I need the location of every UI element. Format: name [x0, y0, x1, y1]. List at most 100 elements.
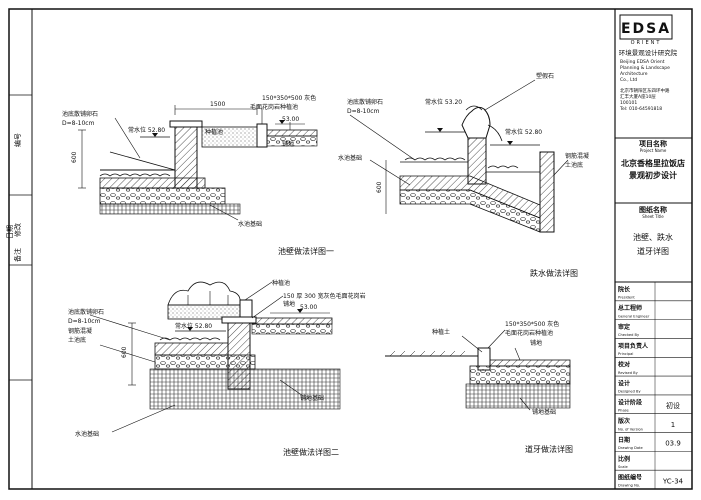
project-label-en: Project Name — [640, 148, 667, 153]
project-label: 项目名称 — [639, 139, 667, 148]
label: 铺地 — [282, 140, 294, 148]
title-row-label: 项目负责人 — [618, 342, 649, 350]
strip-label: 编号 — [13, 133, 22, 147]
project-name: 景观初步设计 — [629, 170, 677, 180]
firm-address: 汇丰大厦A座10层 — [620, 93, 656, 100]
sheet-title-label: 图纸名称 — [639, 205, 667, 214]
company-logo — [619, 14, 673, 40]
title-row-label: 审定 — [618, 323, 630, 331]
title-row-label-en: Phase — [618, 408, 630, 412]
dim-label: 1500 — [210, 101, 225, 108]
detail-title: 跌水做法详图 — [530, 268, 578, 278]
title-row-label: 院长 — [618, 285, 631, 293]
label: 土池底 — [565, 161, 583, 169]
title-row-label: 设计阶段 — [618, 398, 642, 406]
label: 常水位 52.80 — [128, 126, 165, 134]
strip-label: 修改 — [13, 223, 22, 237]
detail-title: 道牙做法详图 — [525, 444, 573, 454]
sheet-title: 道牙详图 — [637, 246, 669, 256]
title-row-label: 日期 — [618, 436, 630, 444]
title-row-label-en: Principal — [618, 352, 633, 356]
label: 铺地基础 — [532, 408, 556, 416]
title-row-value: 初设 — [666, 401, 680, 410]
title-row-label-en: General Engineer — [618, 314, 650, 318]
label: 塑假石 — [536, 72, 554, 80]
label: 150 厚 300 宽灰色毛面花岗岩 — [283, 292, 366, 300]
title-row-value: YC-34 — [662, 477, 684, 485]
label: 53.00 — [282, 116, 299, 123]
title-block-rows: 院长 President 总工程师 General Engineer 审定 Checked… — [615, 282, 692, 490]
label: 铺地 — [283, 300, 295, 308]
label: 53.00 — [300, 304, 317, 311]
dim-label: 600 — [121, 346, 128, 358]
label: 池底散铺卵石 — [62, 110, 98, 118]
detail-curb: 种植土 150*350*500 灰色 毛面花岗岩种植池 铺地 铺地基础 道牙做法… — [385, 320, 573, 454]
title-row-label-en: No. of Version — [618, 427, 643, 431]
strip-label: 日期 — [6, 225, 14, 239]
label: D=8-10cm — [347, 108, 380, 115]
detail-waterfall: 塑假石 池底散铺卵石 D=8-10cm 常水位 53.20 常水位 52.80 … — [338, 72, 589, 278]
firm-name-en: Co., Ltd — [620, 77, 637, 83]
label: D=8-10cm — [62, 120, 95, 127]
title-row-label-en: Designed By — [618, 390, 642, 394]
project-name: 北京香格里拉饭店 — [621, 158, 685, 168]
firm-name-cn: 环境景观设计研究院 — [619, 48, 678, 57]
title-row-label: 比例 — [618, 455, 630, 463]
label: 土池底 — [68, 336, 86, 344]
title-row-label: 版次 — [617, 417, 630, 425]
label: 毛面花岗岩种植池 — [505, 329, 553, 337]
title-row-label-en: Scale — [618, 465, 628, 469]
title-row-label-en: Drawing No. — [618, 484, 640, 488]
label: 池底散铺卵石 — [68, 308, 104, 316]
title-row-label: 总工程师 — [618, 304, 642, 312]
label: 种植池 — [205, 128, 223, 136]
firm-name-en: Beijing EDSA Orient — [620, 59, 665, 65]
firm-tel: Tel: 010-64591818 — [619, 106, 662, 112]
detail-title: 池壁做法详图二 — [283, 447, 339, 457]
detail-pool-wall-2: 种植池 150 厚 300 宽灰色毛面花岗岩 铺地 池底散铺卵石 D=8-10c… — [68, 279, 366, 457]
label: 常水位 52.80 — [175, 322, 212, 330]
detail-title: 池壁做法详图一 — [278, 246, 334, 256]
title-row-value: 03.9 — [665, 440, 681, 448]
firm-zip: 100101 — [620, 100, 637, 106]
title-row-label-en: Drawing Date — [618, 446, 643, 450]
dim-label: 600 — [376, 181, 383, 193]
revision-strip: 编号 修改 日期 备注 — [6, 94, 32, 381]
title-row-label-en: Revised By — [618, 371, 639, 375]
title-row-label-en: Checked By — [618, 333, 640, 337]
title-row-label: 图纸编号 — [618, 474, 642, 482]
label: 常水位 52.80 — [505, 128, 542, 136]
label: 铺地 — [530, 339, 542, 347]
title-block: EDSA ORIENT 环境景观设计研究院 Beijing EDSA Orien… — [615, 14, 692, 490]
label: D=8-10cm — [68, 318, 101, 325]
label: 种植池 — [272, 279, 290, 287]
label: 钢筋混凝 — [68, 327, 92, 335]
logo-text: EDSA — [621, 21, 671, 37]
sheet-title-label-en: Sheet Title — [642, 214, 664, 219]
title-row-label: 设计 — [618, 380, 630, 388]
title-row-value: 1 — [671, 421, 675, 429]
sheet-border — [8, 8, 693, 490]
title-row-label-en: President — [618, 296, 635, 300]
label: 毛面花岗岩种植池 — [250, 103, 298, 111]
label: 水池基础 — [338, 154, 362, 162]
detail-pool-wall-1: 池底散铺卵石 D=8-10cm 常水位 52.80 种植池 150*350*50… — [62, 94, 334, 256]
title-row-label: 校对 — [618, 361, 630, 369]
label: 钢筋混凝 — [565, 152, 589, 160]
label: 种植土 — [432, 328, 450, 336]
label: 150*350*500 灰色 — [505, 320, 559, 328]
firm-address: 北京市朝阳区东四环中路 — [620, 87, 670, 94]
label: 铺地基础 — [300, 394, 324, 402]
firm-name-en: Architecture — [620, 71, 648, 77]
label: 水池基础 — [238, 220, 262, 228]
label: 池底散铺卵石 — [347, 98, 383, 106]
dim-label: 600 — [71, 151, 78, 163]
strip-label: 备注 — [13, 248, 22, 262]
label: 150*350*500 灰色 — [262, 94, 316, 102]
label: 常水位 53.20 — [425, 98, 462, 106]
sheet-title: 池壁、跌水 — [633, 232, 673, 242]
logo-sub: ORIENT — [631, 40, 662, 46]
label: 水池基础 — [75, 430, 99, 438]
firm-name-en: Planning & Landscape — [620, 65, 670, 71]
